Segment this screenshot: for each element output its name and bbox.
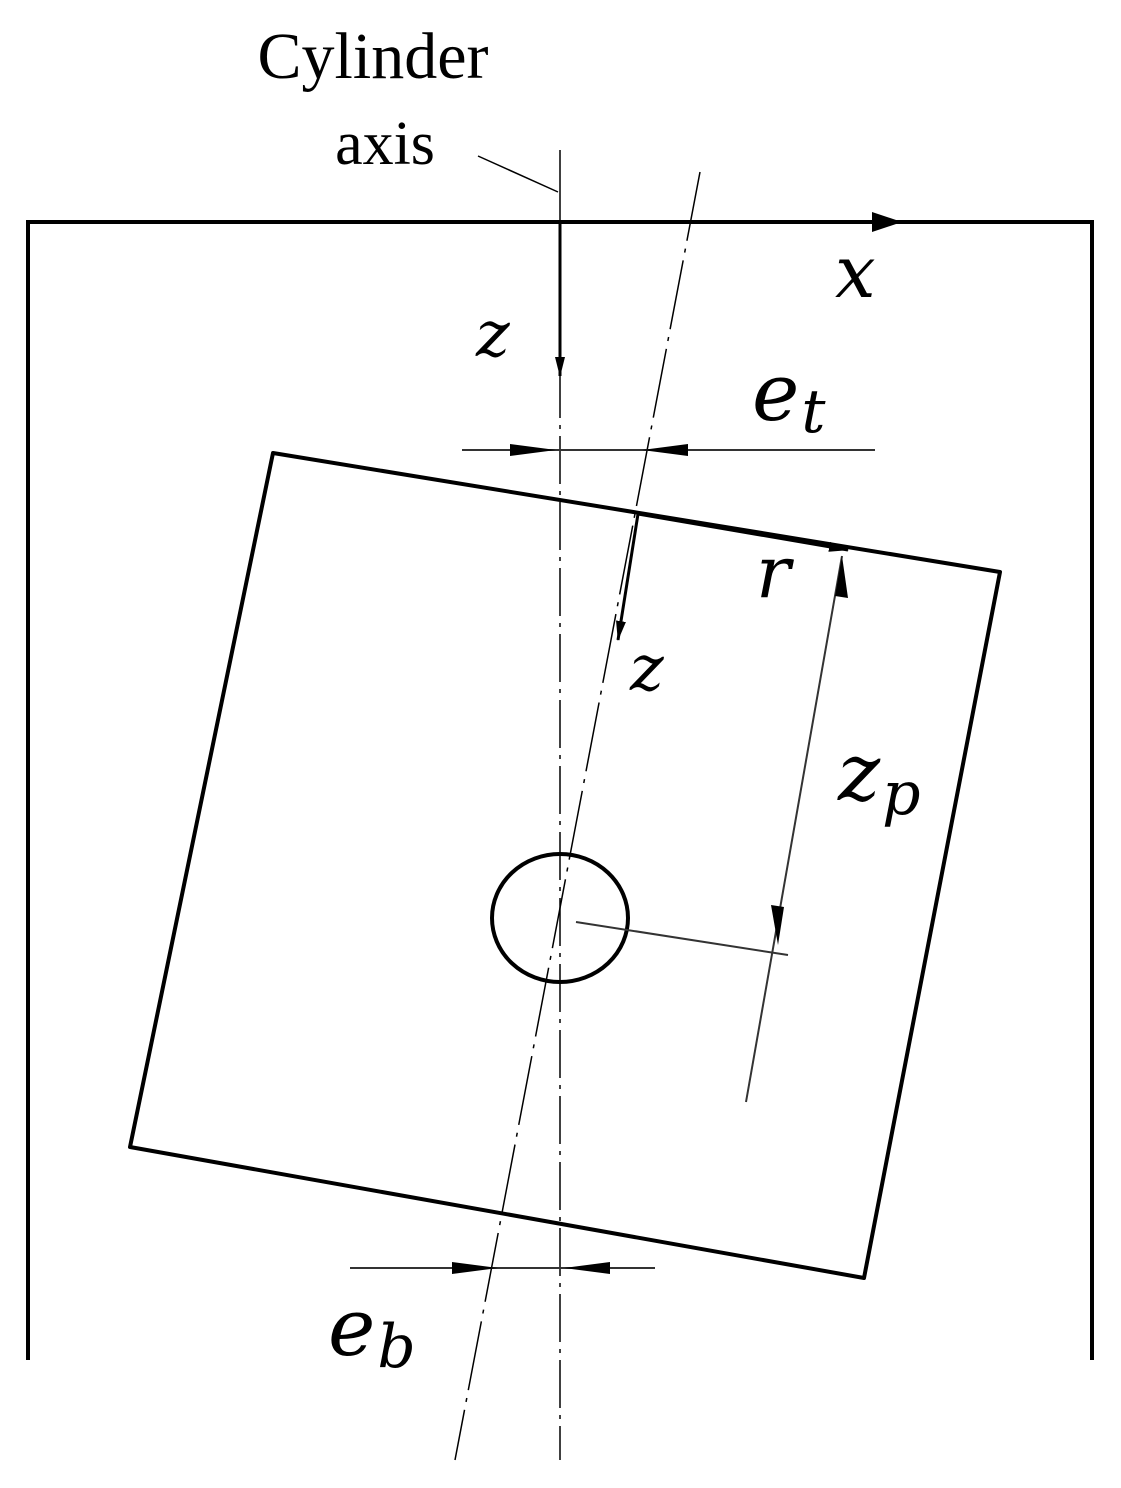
piston-body <box>128 451 1002 1280</box>
callout-label-line2: axis <box>335 110 435 178</box>
zp-symbol: z <box>837 726 881 819</box>
piston-z-label: z <box>629 632 665 706</box>
bottom-eccentricity-label: eb <box>328 1281 416 1382</box>
top-eccentricity-symbol: e <box>752 346 799 439</box>
callout-leader <box>477 155 559 193</box>
zp-label: zp <box>837 726 921 829</box>
top-eccentricity-label: et <box>752 346 826 447</box>
zp-subscript: p <box>882 759 920 829</box>
top-eccentricity-arrow-right <box>642 444 688 456</box>
x-axis-label: x <box>835 230 876 314</box>
zp-arrow-bottom <box>771 905 784 945</box>
piston-axis-line <box>454 171 701 1461</box>
piston-pin <box>490 852 630 984</box>
bottom-eccentricity-symbol: e <box>328 1281 375 1374</box>
zp-dimension-line <box>745 555 843 1103</box>
callout-label-line1: Cylinder <box>258 20 489 93</box>
piston-z-arrow <box>616 513 640 641</box>
zp-arrow-top <box>835 556 848 598</box>
pin-extension-line <box>575 921 789 956</box>
bottom-eccentricity-arrow-right <box>564 1262 610 1274</box>
cylinder-z-label: z <box>475 298 511 372</box>
top-eccentricity-arrow-left <box>510 444 556 456</box>
bottom-eccentricity-arrow-left <box>452 1262 498 1274</box>
r-direction-arrow <box>637 512 849 552</box>
x-axis-arrowhead <box>872 212 902 232</box>
top-eccentricity-subscript: t <box>801 377 826 447</box>
bottom-eccentricity-subscript: b <box>377 1312 415 1382</box>
r-label: r <box>756 530 794 614</box>
